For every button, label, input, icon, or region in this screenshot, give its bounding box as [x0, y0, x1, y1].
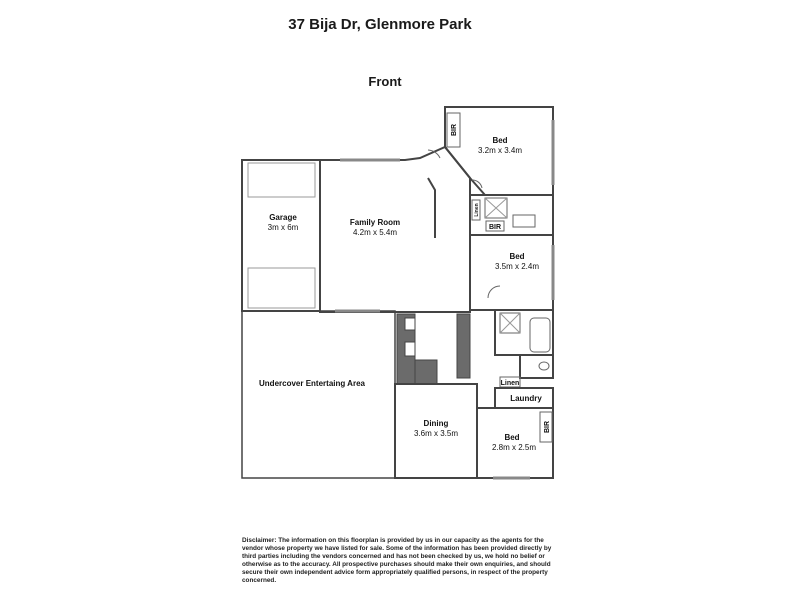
bed-front-bir-label: BIR: [451, 124, 458, 136]
wc-toilet: [538, 361, 550, 371]
bed-middle-door-swing: [487, 285, 501, 299]
garage-dims: 3m x 6m: [268, 223, 299, 232]
family-room-partition: [427, 177, 436, 238]
bed-rear-bir: [539, 411, 553, 443]
ensuite-shower: [484, 197, 508, 219]
kitchen-bench-right: [456, 313, 471, 379]
linen-label: Linen: [501, 380, 520, 387]
disclaimer-text: Disclaimer: The information on this floo…: [242, 537, 552, 585]
bed-middle-name: Bed: [509, 252, 524, 261]
bed-front-door-swing: [471, 179, 483, 189]
garage-door-bottom: [247, 267, 316, 309]
page-title: 37 Bija Dr, Glenmore Park: [288, 16, 472, 33]
dining-name: Dining: [424, 419, 449, 428]
bathroom-shower: [499, 312, 521, 334]
bed-rear-dims: 2.8m x 2.5m: [492, 443, 536, 452]
bed-front-bir: [446, 112, 461, 148]
family-room-name: Family Room: [350, 218, 400, 227]
ensuite-bir-label: BIR: [489, 224, 501, 231]
bed-front-dims: 3.2m x 3.4m: [478, 146, 522, 155]
garage-outline: [241, 159, 321, 312]
ensuite: [469, 194, 554, 236]
bed-front-name: Bed: [492, 136, 507, 145]
bed-middle-walls: [469, 234, 554, 311]
laundry-name: Laundry: [510, 394, 542, 403]
kitchen-island: [414, 359, 438, 385]
ensuite-vanity: [512, 214, 536, 228]
bed-rear-bir-label: BIR: [544, 421, 551, 433]
front-orientation-label: Front: [368, 74, 402, 89]
family-room-dims: 4.2m x 5.4m: [353, 228, 397, 237]
ensuite-linen: [471, 199, 481, 221]
bathroom-bath: [529, 317, 551, 353]
garage-door-top: [247, 162, 316, 198]
undercover-area: [241, 310, 396, 479]
wc: [519, 354, 554, 379]
garage-name: Garage: [269, 213, 297, 222]
ensuite-linen-label: Linen: [474, 203, 480, 216]
bed-rear-name: Bed: [504, 433, 519, 442]
front-door-swing: [427, 149, 441, 159]
ensuite-bir: [485, 220, 505, 232]
bed-middle-dims: 3.5m x 2.4m: [495, 262, 539, 271]
dining-dims: 3.6m x 3.5m: [414, 429, 458, 438]
undercover-name: Undercover Entertaing Area: [259, 379, 366, 388]
